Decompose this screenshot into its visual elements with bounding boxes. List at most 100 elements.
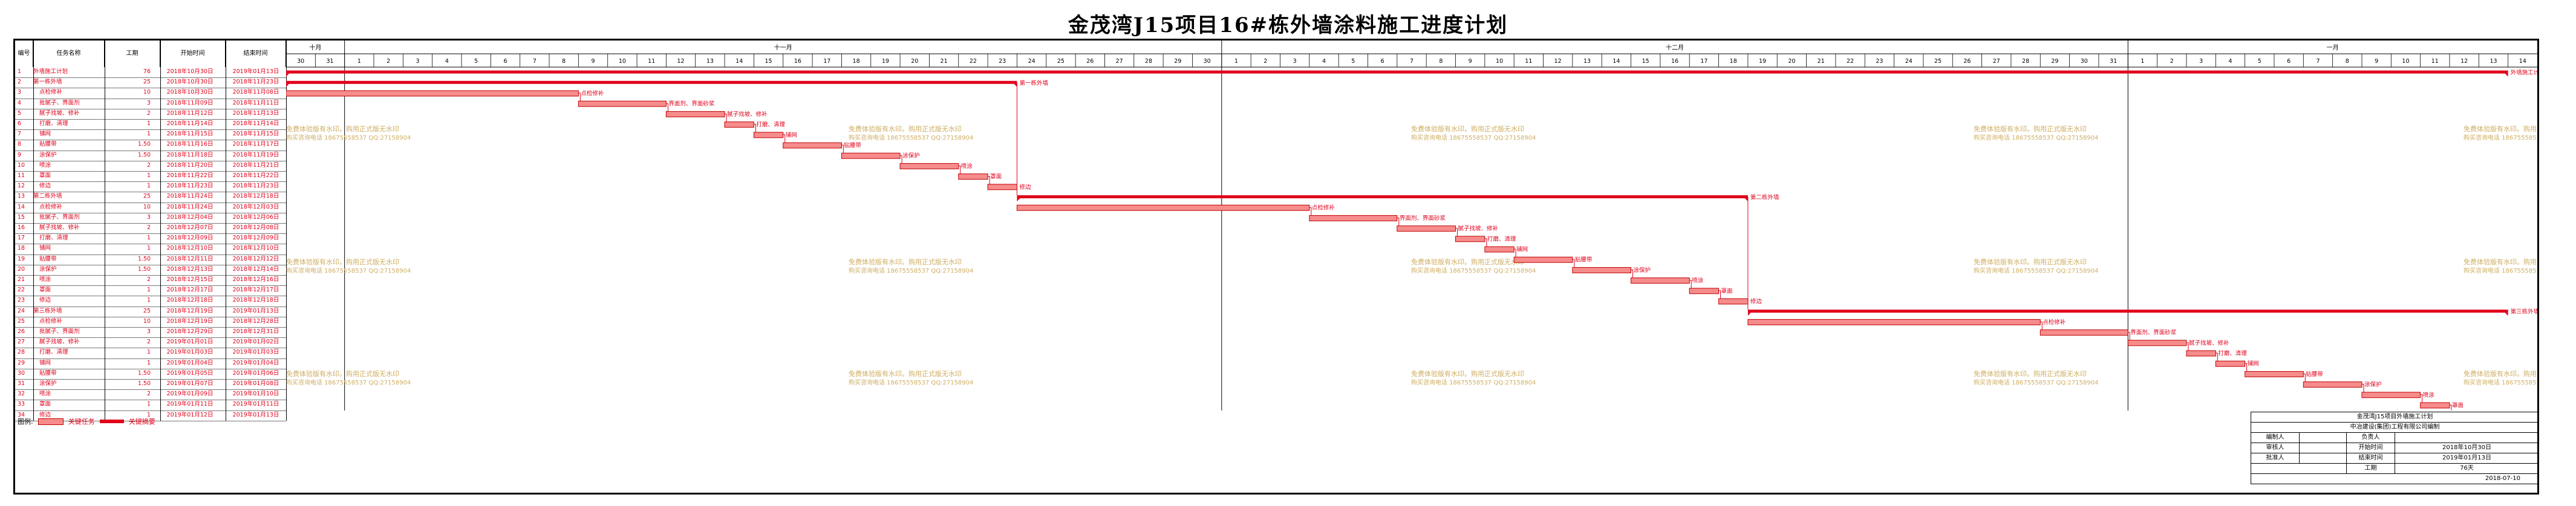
row-divider [15,223,286,224]
task-id: 16 [18,224,25,231]
task-name: 喷涂 [39,276,51,283]
row-divider [15,285,286,287]
task-duration: 1.50 [137,265,151,273]
task-start: 2018年12月09日 [166,235,214,242]
task-start: 2018年11月20日 [166,161,214,169]
day-label: 30 [297,58,304,65]
bar-label: 点检修补 [1312,204,1335,212]
task-bar [987,184,1017,190]
task-start: 2018年12月29日 [166,328,214,335]
day-label: 9 [2375,58,2378,65]
task-id: 13 [18,193,25,200]
bar-label: 贴腰带 [1575,256,1593,264]
task-id: 18 [18,245,25,252]
task-name: 涂保护 [39,151,57,158]
task-end: 2019年01月13日 [232,68,279,75]
day-label: 6 [2287,58,2291,65]
task-name: 铺网 [39,359,51,366]
task-end: 2018年12月28日 [232,317,279,325]
tb-checker-label: 审核人 [2251,443,2300,453]
task-end: 2018年12月12日 [232,255,279,262]
day-label: 22 [970,58,977,65]
row-divider [15,77,286,79]
bar-label: 打磨、清理 [756,121,785,128]
bar-label: 修边 [1750,298,1762,305]
day-label: 24 [1905,58,1912,65]
bar-label: 界面剂、界面砂浆 [668,100,715,108]
dependency-link [2040,321,2043,330]
day-label: 25 [1934,58,1942,65]
task-end: 2018年12月18日 [232,297,279,304]
dependency-link [1455,228,1458,236]
day-label: 9 [1469,58,1472,65]
watermark-line1: 免费体验版有水印。购用正式版无水印 [286,125,399,133]
dependency-link [1514,248,1516,258]
day-label: 28 [1145,58,1152,65]
dependency-link [1484,238,1487,247]
task-end: 2018年11月14日 [232,120,279,127]
row-divider [15,129,286,131]
task-id: 34 [18,411,25,418]
row-divider [15,337,286,339]
task-name: 贴腰带 [39,369,57,377]
summary-bar-cap-right [2505,73,2508,77]
task-bar [724,122,754,128]
watermark-line2: 购买咨询电话 18675558537 QQ:27158904 [849,378,973,386]
day-label: 16 [1671,58,1678,65]
day-label: 29 [1174,58,1181,65]
task-end: 2018年12月14日 [232,265,279,273]
task-name: 腻子找坡、修补 [39,339,80,346]
task-bar [2040,329,2128,336]
task-bar [2420,402,2450,409]
day-label: 18 [1730,58,1737,65]
task-name: 涂保护 [39,265,57,273]
task-id: 10 [18,161,25,169]
task-start: 2018年11月16日 [166,141,214,148]
summary-bar-cap-right [2505,313,2508,316]
summary-bar [286,70,2508,74]
bar-label: 第三栋外墙 [2511,308,2537,316]
task-id: 31 [18,380,25,387]
day-label: 3 [416,58,419,65]
day-label: 14 [2519,58,2526,65]
dependency-link [1309,207,1312,216]
day-label: 13 [706,58,714,65]
row-divider [15,389,286,391]
task-name: 罩面 [39,401,51,408]
watermark-line2: 购买咨询电话 18675558537 QQ:27158904 [1411,267,1536,274]
task-name: 外墙施工计划 [33,68,68,75]
task-name: 点检修补 [39,317,63,325]
task-end: 2019年01月10日 [232,391,279,398]
task-name: 点检修补 [39,89,63,96]
task-bar [1484,246,1515,253]
bar-label: 喷涂 [2423,391,2435,398]
task-start: 2018年11月24日 [166,203,214,210]
day-label: 10 [1496,58,1503,65]
bar-label: 腻子找坡、修补 [1458,225,1499,232]
task-start: 2019年01月04日 [166,359,214,366]
task-duration: 1.50 [137,141,151,148]
day-label: 12 [2460,58,2468,65]
task-end: 2018年12月09日 [232,235,279,242]
day-label: 4 [1322,58,1326,65]
task-duration: 1 [146,359,151,366]
task-name: 打磨、清理 [39,349,68,356]
day-label: 14 [735,58,743,65]
dependency-link [2216,352,2218,362]
day-label: 13 [1583,58,1591,65]
task-bar [1631,277,1690,284]
day-label: 7 [1410,58,1414,65]
day-label: 5 [474,58,478,65]
task-duration: 2 [146,276,151,283]
task-end: 2019年01月03日 [232,349,279,356]
summary-bar [1747,310,2508,313]
watermark-line1: 免费体验版有水印。购用正式版无水印 [849,258,962,266]
day-label: 16 [794,58,801,65]
task-duration: 1 [146,235,151,242]
dependency-link [841,144,844,154]
task-end: 2018年11月15日 [232,131,279,138]
task-duration: 1 [146,287,151,294]
day-label: 1 [357,58,361,65]
summary-bar-cap-left [286,83,289,87]
task-duration: 10 [143,317,151,325]
